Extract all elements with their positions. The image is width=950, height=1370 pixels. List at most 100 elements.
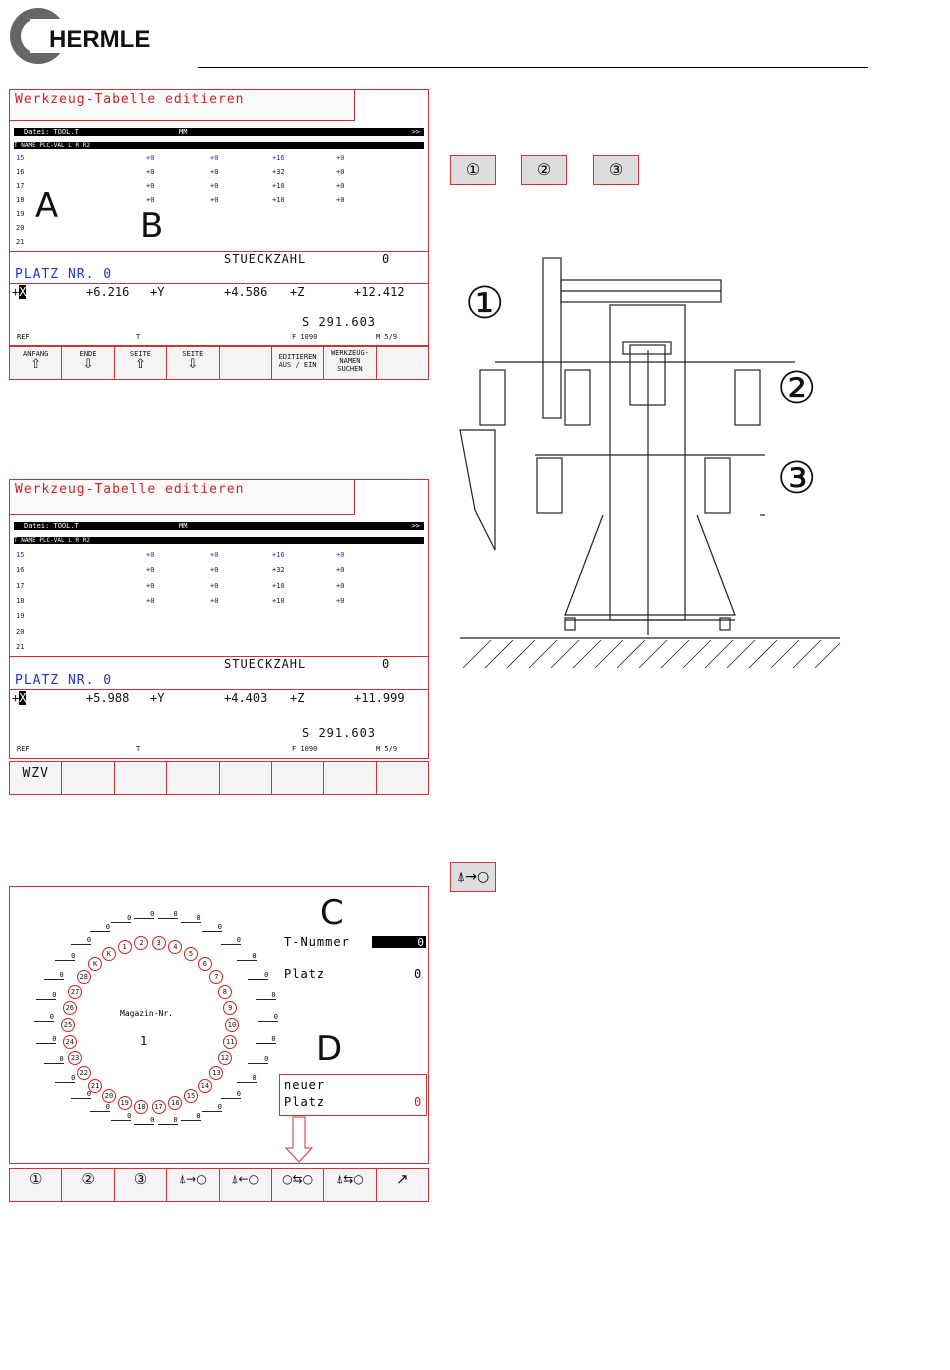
softkey-empty[interactable] [377, 347, 428, 379]
magazine-pocket[interactable]: K [88, 957, 103, 972]
softkey-spindle-to-pocket[interactable]: ⍋→○ [167, 1169, 220, 1201]
table-row[interactable]: 20 [14, 224, 424, 236]
magazine-pocket[interactable]: 25 [61, 1018, 75, 1032]
table-row[interactable]: 19 [14, 210, 424, 222]
magazine-pocket[interactable]: 9 [223, 1000, 238, 1015]
magazine-pocket[interactable]: K [102, 946, 116, 961]
table-row[interactable]: 19 [14, 612, 424, 624]
callout-d: D [316, 1029, 343, 1069]
magazine-pocket[interactable]: 3 [151, 936, 166, 951]
cell-r2: +0 [336, 596, 345, 605]
magazine-pocket[interactable]: 6 [197, 957, 212, 972]
softkey-empty[interactable] [62, 762, 115, 794]
cell-r: +10 [272, 596, 285, 605]
stueckzahl-label: STUECKZAHL [224, 252, 307, 266]
magazine-pocket[interactable]: 19 [117, 1095, 132, 1110]
magazine-pocket[interactable]: 17 [151, 1099, 166, 1114]
table-row[interactable]: 16+0+0+32+0 [14, 566, 424, 578]
magazine-3-button[interactable]: ③ [593, 155, 639, 185]
col-r2: R2 [82, 537, 90, 544]
softkey-magazine-3[interactable]: ③ [115, 1169, 168, 1201]
magazine-2-button[interactable]: ② [521, 155, 567, 185]
t-nummer-input[interactable]: 0 [372, 936, 426, 949]
y-axis-label: +Y [150, 691, 165, 705]
softkey-wzv[interactable]: WZV [10, 762, 63, 794]
col-name: NAME [21, 142, 36, 149]
magazine-pocket[interactable]: 11 [223, 1035, 238, 1050]
more-indicator: >> [411, 128, 420, 136]
softkey-pocket-to-spindle[interactable]: ⍋←○ [220, 1169, 272, 1201]
magazine-pocket[interactable]: 4 [168, 940, 183, 954]
file-line: Datei: TOOL.T MM >> [14, 522, 424, 530]
magazine-pocket[interactable]: 1 [117, 940, 132, 954]
softkey-magazine-2[interactable]: ② [62, 1169, 115, 1201]
magazine-pocket[interactable]: 21 [88, 1078, 103, 1093]
table-row[interactable]: 15+0+0+16+0 [14, 154, 424, 166]
magazine-pocket[interactable]: 15 [184, 1089, 198, 1103]
softkey-empty[interactable] [324, 762, 377, 794]
magazine-pocket[interactable]: 14 [197, 1078, 212, 1093]
pocket-value: 0 [55, 1074, 76, 1084]
table-row[interactable]: 15+0+0+16+0 [14, 551, 424, 563]
table-row[interactable]: 17+0+0+10+0 [14, 582, 424, 594]
table-row[interactable]: 17+0+0+10+0 [14, 182, 424, 194]
softkey-empty[interactable] [220, 347, 272, 379]
magazine-pocket[interactable]: 27 [68, 984, 83, 999]
table-row[interactable]: 21 [14, 643, 424, 655]
softkey-seite-down[interactable]: SEITE⇩ [167, 347, 220, 379]
col-r2: R2 [82, 142, 90, 149]
pocket-value: 0 [43, 1055, 64, 1065]
table-row[interactable]: 16+0+0+32+0 [14, 168, 424, 180]
table-row[interactable]: 20 [14, 628, 424, 640]
magazine-pocket[interactable]: 13 [209, 1066, 224, 1081]
softkey-anfang[interactable]: ANFANG⇧ [10, 347, 63, 379]
softkey-empty[interactable] [377, 762, 428, 794]
popup-line2: Platz [284, 1095, 326, 1109]
magazine-pocket[interactable]: 16 [168, 1095, 183, 1110]
magazine-pocket[interactable]: 24 [62, 1035, 77, 1050]
magazine-1-button[interactable]: ① [450, 155, 496, 185]
cell-t: 17 [16, 581, 25, 590]
magazine-pocket[interactable]: 10 [225, 1018, 239, 1032]
magazine-pocket[interactable]: 12 [217, 1051, 232, 1066]
cell-r: +10 [272, 196, 285, 204]
magazine-pocket[interactable]: 18 [134, 1099, 149, 1114]
tool-table-screen-2: Werkzeug-Tabelle editieren Datei: TOOL.T… [9, 479, 429, 759]
tool-magazine-drawing: ① ② ③ [459, 257, 841, 669]
softkey-empty[interactable] [272, 762, 325, 794]
magazine-pocket[interactable]: 5 [184, 946, 198, 961]
table-row[interactable]: 18+0+0+10+0 [14, 196, 424, 208]
softkey-scroll[interactable]: ↗ [396, 1170, 409, 1188]
softkey-empty[interactable] [220, 762, 272, 794]
softkey-seite-up[interactable]: SEITE⇧ [115, 347, 168, 379]
magazine-pocket[interactable]: 28 [76, 969, 91, 984]
softkey-pocket-swap[interactable]: ○⇆○ [272, 1169, 325, 1201]
spindle-to-pocket-button[interactable]: ⍋→○ [450, 862, 496, 892]
softkey-empty[interactable] [115, 762, 168, 794]
pocket-value: 0 [248, 1055, 269, 1065]
popup-value[interactable]: 0 [414, 1095, 422, 1109]
softkey-spindle-swap[interactable]: ⍋⇆○ [324, 1169, 377, 1201]
pocket-value: 0 [220, 936, 241, 945]
pocket-value: 0 [255, 991, 276, 1001]
magazine-pocket[interactable]: 23 [68, 1051, 83, 1066]
magazine-pocket[interactable]: 26 [62, 1000, 77, 1015]
magazine-pocket[interactable]: 8 [217, 984, 232, 999]
magazine-pocket[interactable]: 22 [76, 1066, 91, 1081]
table-row[interactable]: 18+0+0+10+0 [14, 597, 424, 609]
callout-c: C [320, 893, 344, 933]
cell-r: +16 [272, 154, 285, 162]
softkey-magazine-1[interactable]: ① [10, 1169, 63, 1201]
softkey-ende[interactable]: ENDE⇩ [62, 347, 115, 379]
pocket-value: 0 [248, 971, 269, 980]
softkey-empty[interactable] [167, 762, 220, 794]
magazine-pocket[interactable]: 7 [209, 969, 224, 984]
table-row[interactable]: 21 [14, 238, 424, 250]
col-plc: PLC-VAL [39, 537, 65, 544]
magazine-pocket[interactable]: 2 [134, 936, 149, 951]
cell-r2: +0 [336, 566, 345, 575]
t-nummer-label: T-Nummer [284, 935, 350, 949]
magazine-pocket[interactable]: 20 [102, 1089, 116, 1103]
